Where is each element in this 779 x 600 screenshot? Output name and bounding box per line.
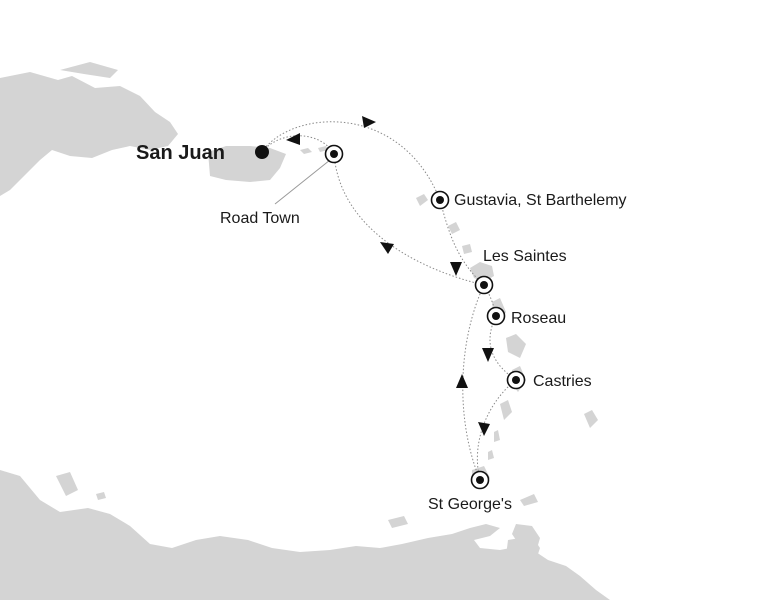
anguilla-stmartin (416, 194, 428, 206)
port-label-roseau: Roseau (511, 310, 567, 327)
route-layer (261, 121, 517, 481)
hispaniola-landmass (0, 72, 178, 196)
st-vincent-grenadines (488, 400, 512, 460)
direction-arrow-icon (362, 116, 376, 128)
port-label-road-town: Road Town (220, 210, 300, 227)
route-stgeorges-lessaintes (462, 284, 485, 481)
trinidad (506, 536, 540, 570)
direction-arrow-icon (286, 133, 300, 145)
port-marker-road-town (324, 144, 344, 164)
route-lessaintes-roadtown (333, 153, 485, 286)
port-label-st-georges: St George's (428, 496, 512, 513)
arrow-layer (286, 116, 494, 436)
marker-layer (255, 144, 526, 490)
martinique (506, 334, 526, 358)
port-marker-gustavia (430, 190, 450, 210)
port-marker-st-georges (470, 470, 490, 490)
port-marker-les-saintes (474, 275, 494, 295)
direction-arrow-icon (450, 262, 462, 276)
virgin-islands (300, 146, 328, 154)
origin-marker-icon (255, 145, 269, 159)
direction-arrow-icon (482, 348, 494, 362)
south-america-coast (0, 470, 610, 600)
tobago (520, 494, 538, 506)
port-label-gustavia: Gustavia, St Barthelemy (454, 192, 627, 209)
route-sanjuan-gustavia (261, 121, 441, 201)
roadtown-leader-line (274, 159, 331, 205)
direction-arrow-icon (456, 374, 468, 388)
port-label-les-saintes: Les Saintes (483, 248, 567, 265)
margarita-island (388, 516, 408, 528)
land-layer (0, 62, 610, 600)
port-marker-roseau (486, 306, 506, 326)
origin-label-san-juan: San Juan (136, 142, 225, 164)
route-gustavia-lessaintes (439, 199, 485, 286)
barbados (584, 410, 598, 428)
curacao-aruba (56, 472, 106, 500)
direction-arrow-icon (380, 242, 394, 254)
antigua-barbuda (448, 222, 472, 254)
port-label-castries: Castries (533, 373, 592, 390)
port-marker-castries (506, 370, 526, 390)
hispaniola-north-coast (60, 62, 118, 78)
direction-arrow-icon (478, 422, 490, 436)
route-castries-stgeorges (476, 379, 517, 481)
